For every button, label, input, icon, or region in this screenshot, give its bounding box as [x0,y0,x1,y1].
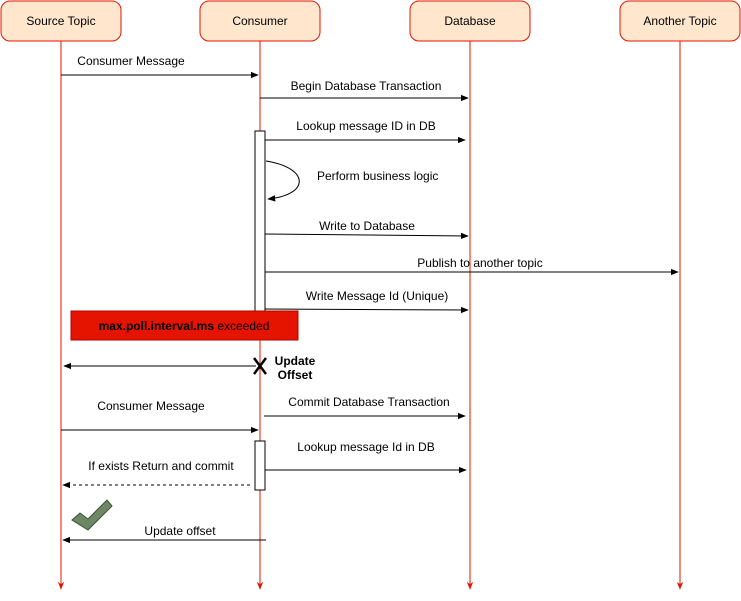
alert-bold-text: max.poll.interval.ms [99,319,215,333]
label-publish: Publish to another topic [417,256,542,270]
alert-rest-text: exceeded [214,319,269,333]
actor-another-topic: Another Topic [619,0,741,42]
arrow-write-db [264,232,469,240]
label-commit-transaction: Commit Database Transaction [288,395,449,409]
label-return-commit: If exists Return and commit [88,459,234,473]
label-write-db: Write to Database [319,219,415,233]
label-begin-transaction: Begin Database Transaction [291,79,442,93]
actor-database: Database [409,0,531,42]
activation-bar-2 [254,440,266,491]
svg-text:Consumer: Consumer [232,14,287,28]
label-lookup-id: Lookup message ID in DB [296,119,435,133]
label-consumer-message: Consumer Message [77,54,185,68]
arrow-business-logic [265,160,300,202]
x-mark-icon [253,357,267,375]
label-update-offset-failed-1: Update [275,354,316,368]
svg-text:Another Topic: Another Topic [643,14,716,28]
label-write-message-id: Write Message Id (Unique) [306,289,449,303]
svg-text:Source Topic: Source Topic [26,14,95,28]
alert-box: max.poll.interval.ms exceeded [70,310,299,341]
label-update-offset-failed-2: Offset [278,368,313,382]
label-lookup-id-2: Lookup message Id in DB [297,440,434,454]
label-business-logic: Perform business logic [317,169,438,183]
activation-bar-1 [254,130,266,312]
arrow-write-message-id [264,306,469,314]
label-update-offset: Update offset [144,524,216,538]
svg-text:Database: Database [444,14,496,28]
svg-text:max.poll.interval.ms exceeded: max.poll.interval.ms exceeded [99,319,270,333]
label-consumer-message-2: Consumer Message [97,399,205,413]
checkmark-icon [71,499,113,531]
actor-source-topic: Source Topic [0,0,122,42]
actor-consumer: Consumer [199,0,321,42]
